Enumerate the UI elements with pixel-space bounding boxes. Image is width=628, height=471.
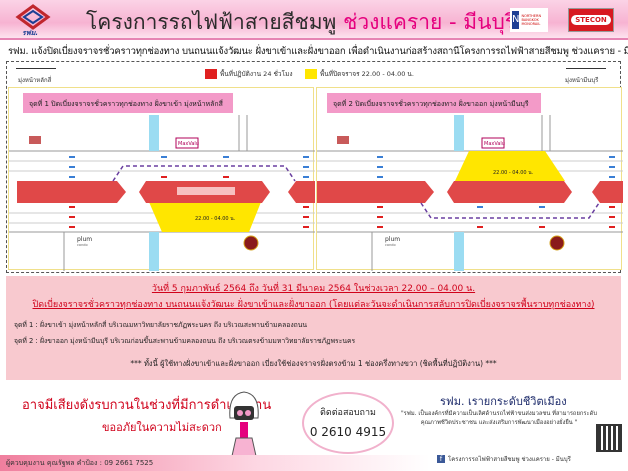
point-2-detail: จุดที่ 2 : ฝั่งขาออก มุ่งหน้ามีนบุรี บริ… <box>14 337 356 345</box>
legend-closure-area: พื้นที่ปิดจราจร 22.00 - 04.00 น. <box>305 69 414 79</box>
university-seal-icon <box>549 235 565 251</box>
stecon-logo: STECON <box>568 8 614 32</box>
university-seal-icon <box>243 235 259 251</box>
closure-description: ปิดเบี่ยงจราจรชั่วคราวทุกช่องทาง บนถนนแจ… <box>32 300 595 310</box>
supervisor-contact: ผู้ควบคุมงาน คุณรัฐพล คำป้อง : 09 2661 7… <box>6 459 154 467</box>
panel-title: จุดที่ 2 ปิดเบี่ยงจราจรชั่วคราวทุกช่องทา… <box>333 99 529 108</box>
facebook-icon: f <box>437 455 445 463</box>
apology-text: ขออภัยในความไม่สะดวก <box>102 421 222 434</box>
plum-condo-landmark: plum <box>385 236 400 243</box>
diagram-point-1: จุดที่ 1 ปิดเบี่ยงจราจรชั่วคราวทุกช่องทา… <box>8 87 315 271</box>
direction-left: มุ่งหน้าหลักสี่ <box>18 77 52 84</box>
slogan: รฟม. เรายกระดับชีวิตเมือง <box>440 395 567 408</box>
legend-work-area: พื้นที่ปฏิบัติงาน 24 ชั่วโมง <box>205 69 293 79</box>
point-1-detail: จุดที่ 1 : ฝั่งขาเข้า มุ่งหน้าหลักสี่ บร… <box>14 321 308 329</box>
maxvalu-landmark: MaxValu <box>178 141 199 147</box>
work-area <box>288 181 315 203</box>
arrow-right-icon <box>566 68 606 69</box>
plum-condo-landmark: plum <box>77 236 92 243</box>
svg-text:รฟม.: รฟม. <box>22 29 38 36</box>
header-banner: รฟม. โครงการรถไฟฟ้าสายสีชมพู ช่วงแคราย -… <box>0 0 628 40</box>
work-area <box>592 181 623 203</box>
detour-path <box>420 202 600 219</box>
qr-code[interactable] <box>596 424 622 452</box>
work-area <box>447 181 572 203</box>
svg-text:condo: condo <box>77 243 88 247</box>
diagram-point-2: จุดที่ 2 ปิดเบี่ยงจราจรชั่วคราวทุกช่องทา… <box>316 87 623 271</box>
contact-phone[interactable]: 0 2610 4915 <box>309 425 387 439</box>
closure-info-box: วันที่ 5 กุมภาพันธ์ 2564 ถึง วันที่ 31 ม… <box>6 276 621 380</box>
work-area <box>317 181 434 203</box>
svg-text:22.00 - 04.00 น.: 22.00 - 04.00 น. <box>195 216 236 222</box>
closure-dates: วันที่ 5 กุมภาพันธ์ 2564 ถึง วันที่ 31 ม… <box>151 284 476 294</box>
direction-right: มุ่งหน้ามีนบุรี <box>565 77 599 84</box>
work-area <box>17 181 126 203</box>
contact-bubble: ติดต่อสอบถาม 0 2610 4915 <box>302 392 394 454</box>
noise-warning: อาจมีเสียงดังรบกวนในช่วงที่มีการดำเนินงา… <box>22 398 272 413</box>
svg-text:condo: condo <box>385 243 396 247</box>
detour-path <box>112 165 296 182</box>
mrta-logo: รฟม. <box>15 4 51 36</box>
contact-label: ติดต่อสอบถาม <box>320 408 376 418</box>
footer-bar: ผู้ควบคุมงาน คุณรัฐพล คำป้อง : 09 2661 7… <box>0 455 430 471</box>
closure-area <box>455 151 565 181</box>
mascot-icon <box>229 391 259 457</box>
announcement-subtitle: รฟม. แจ้งปิดเบี่ยงจราจรชั่วคราวทุกช่องทา… <box>8 46 628 57</box>
closure-area <box>149 202 261 232</box>
maxvalu-landmark: MaxValu <box>484 141 505 147</box>
detour-note: *** ทั้งนี้ ผู้ใช้ทางฝั่งขาเข้าและฝั่งขา… <box>130 359 497 368</box>
svg-text:22.00 - 04.00 น.: 22.00 - 04.00 น. <box>493 170 534 176</box>
page-title: โครงการรถไฟฟ้าสายสีชมพู ช่วงแคราย - มีนบ… <box>86 10 517 34</box>
arrow-left-icon <box>16 68 56 69</box>
mission-quote: "รฟม. เป็นองค์กรที่มีความเป็นเลิศด้านรถไ… <box>400 411 598 426</box>
panel-title: จุดที่ 1 ปิดเบี่ยงจราจรชั่วคราวทุกช่องทา… <box>29 99 224 108</box>
